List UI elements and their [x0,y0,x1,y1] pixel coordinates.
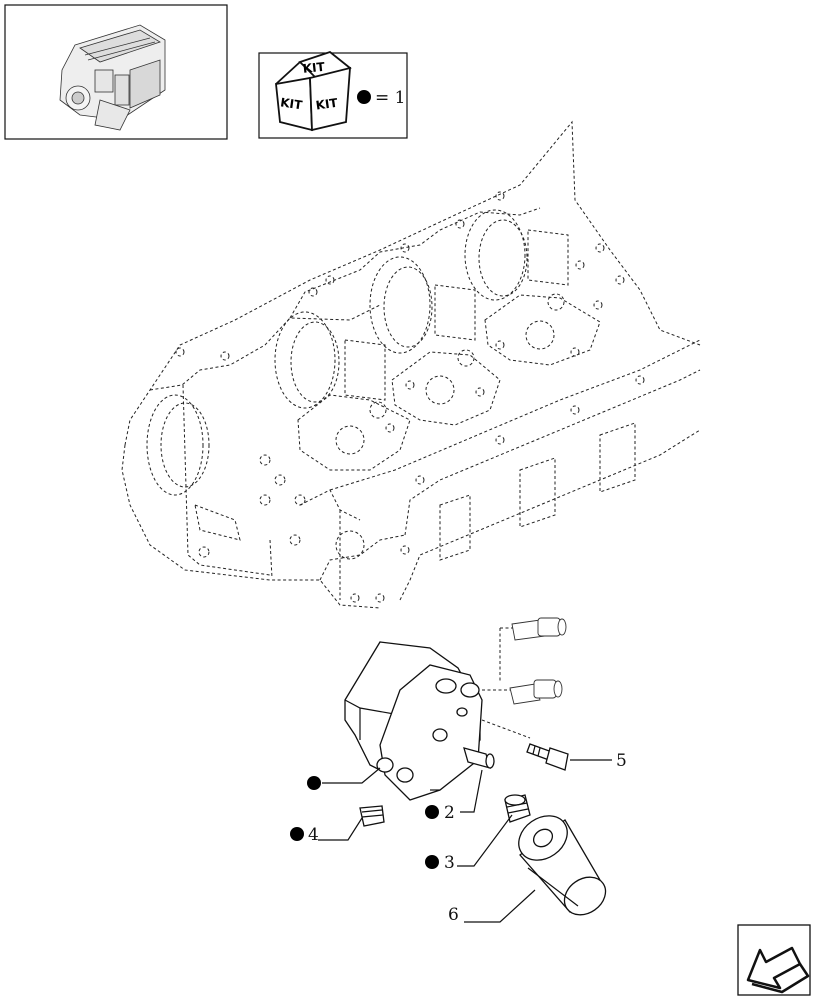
nipple-part-2 [463,747,495,769]
previous-page-button[interactable] [737,924,811,996]
kit-box-icon: KIT KIT KIT [275,50,352,132]
callout-6: 6 [448,905,459,925]
kit-bullet-icon [357,90,371,104]
kit-legend: KIT KIT KIT = 1 [258,50,408,139]
kit-label-top: KIT [302,60,326,76]
threaded-adapter-part-3 [504,794,531,823]
oil-filter-housing [344,641,483,801]
kit-label-left: KIT [279,95,303,112]
callout-label-3: 3 [444,853,455,873]
kit-bullet-icon [425,855,439,869]
callout-unnumbered [307,776,321,790]
leader-lines [318,759,612,923]
callout-label-4: 4 [308,825,319,845]
callout-2: 2 [425,803,455,823]
kit-bullet-icon [307,776,321,790]
kit-legend-equals: = 1 [375,88,405,108]
kit-label-right: KIT [315,96,339,113]
callout-4: 4 [290,825,319,845]
sensor-parts [481,617,567,739]
block-bolt-holes [175,191,645,603]
callout-5: 5 [616,751,627,771]
callout-label-2: 2 [444,803,455,823]
oil-filter-part-6 [518,815,607,916]
bolt-part-5 [526,743,569,771]
kit-bullet-icon [425,805,439,819]
engine-thumbnail-icon [59,24,166,131]
callout-label-5: 5 [616,751,627,771]
engine-thumbnail [4,4,228,140]
plug-part-4 [359,805,385,827]
previous-page-arrow-icon [746,946,810,994]
callout-3: 3 [425,853,455,873]
callout-label-6: 6 [448,905,459,925]
engine-block-outline [121,120,701,609]
kit-bullet-icon [290,827,304,841]
